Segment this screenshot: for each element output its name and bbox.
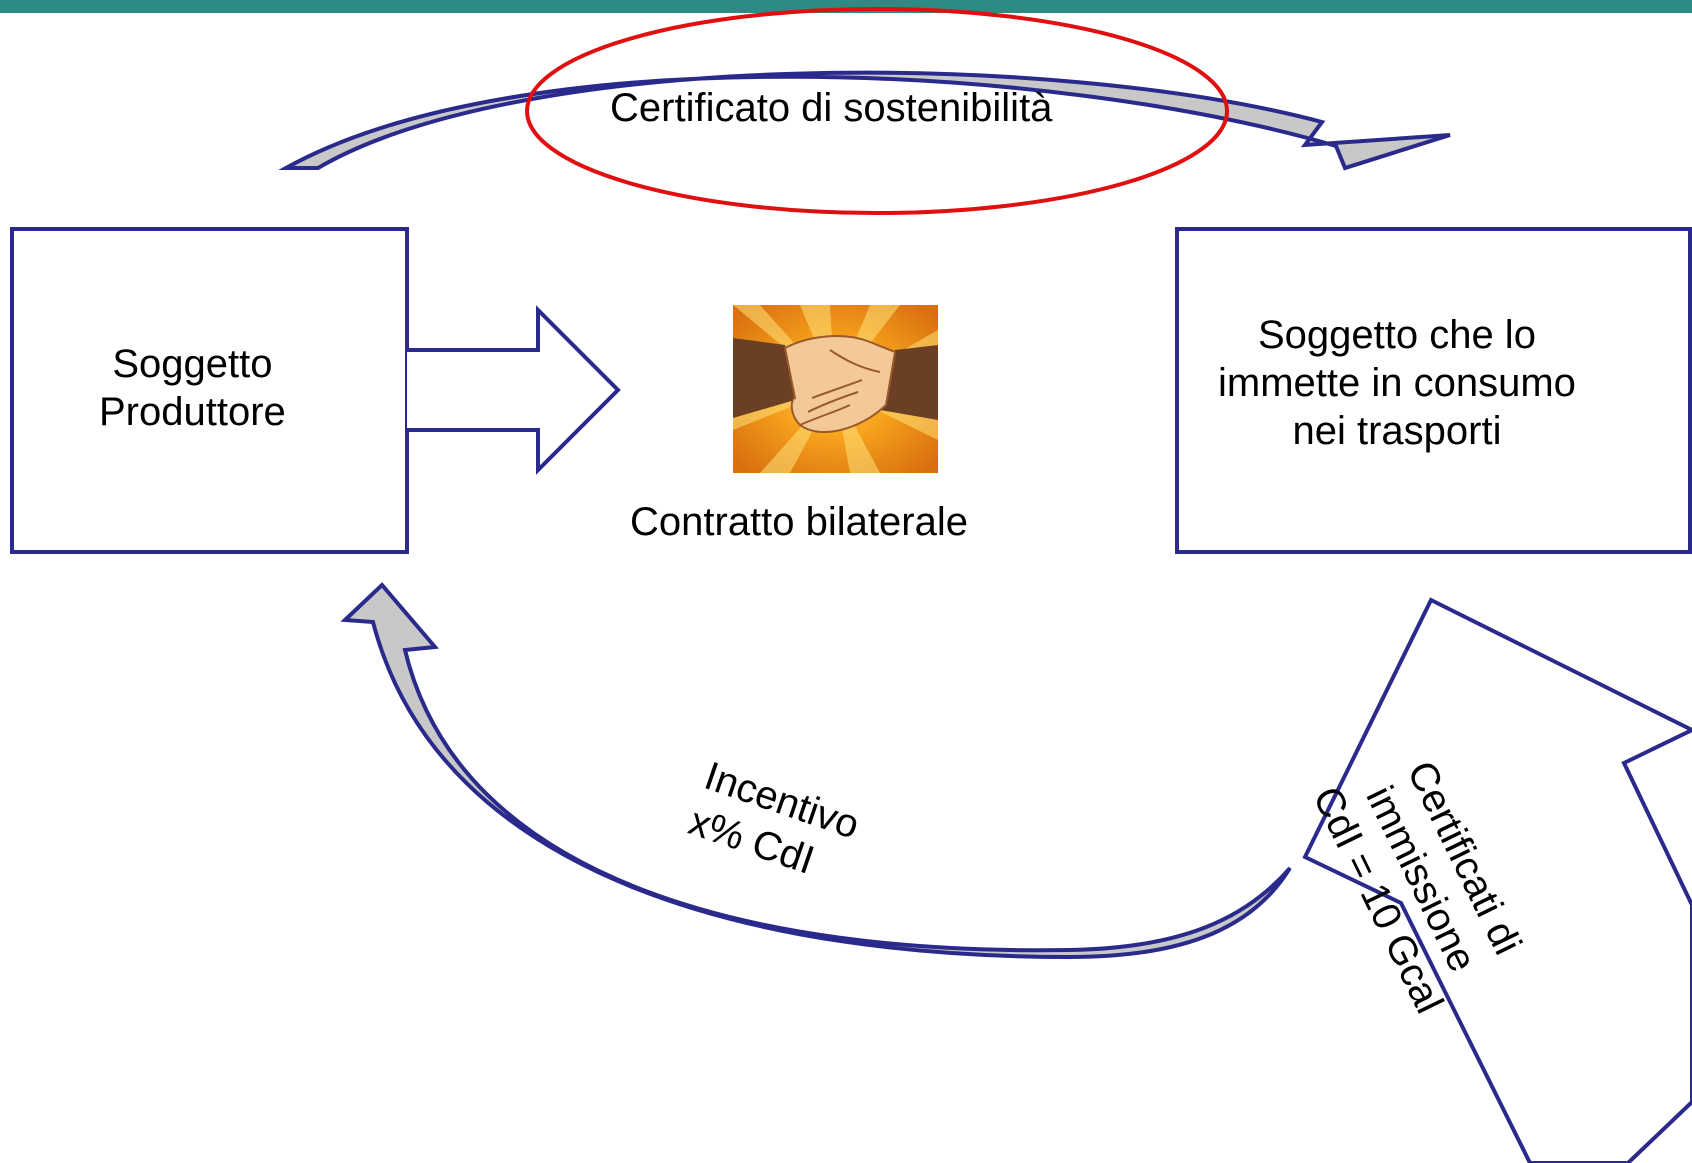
producer-label-line1: Soggetto bbox=[112, 342, 273, 386]
consumer-label-line1: Soggetto che lo bbox=[1257, 313, 1536, 357]
incentive-flow-arrow bbox=[340, 582, 1292, 960]
sustainability-flow-arrow bbox=[278, 70, 1451, 171]
producer-to-contract-arrow bbox=[407, 305, 621, 475]
producer-box bbox=[10, 227, 409, 554]
contract-label: Contratto bilaterale bbox=[630, 500, 968, 544]
sustainability-certificate-label: Certificato di sostenibilità bbox=[610, 86, 1053, 130]
handshake-icon bbox=[733, 305, 938, 473]
producer-label-line2: Produttore bbox=[99, 390, 286, 434]
header-bar bbox=[0, 0, 1692, 13]
highlight-ellipse bbox=[525, 7, 1229, 215]
producer-label: Soggetto Produttore bbox=[99, 340, 286, 436]
consumer-box bbox=[1175, 227, 1692, 554]
consumer-label-line3: nei trasporti bbox=[1292, 409, 1502, 453]
consumer-label: Soggetto che lo immette in consumo nei t… bbox=[1218, 311, 1576, 455]
certificates-flow-arrow bbox=[1302, 597, 1692, 1163]
consumer-label-line2: immette in consumo bbox=[1218, 361, 1576, 405]
